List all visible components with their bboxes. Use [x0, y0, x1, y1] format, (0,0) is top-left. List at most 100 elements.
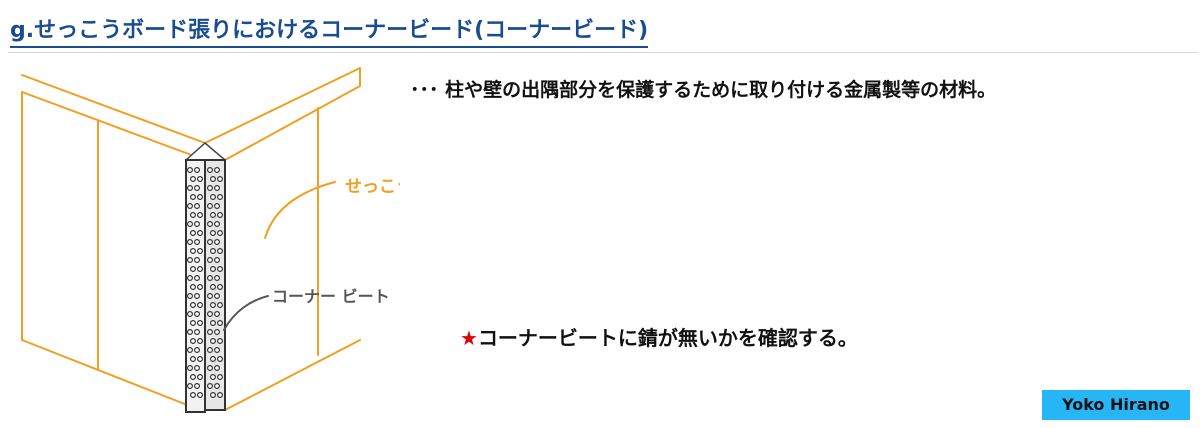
perforation-hole — [214, 311, 221, 318]
perforation-hole — [197, 284, 204, 291]
corner-bead-strip — [184, 142, 227, 413]
check-note: ★コーナービートに錆が無いかを確認する。 — [460, 322, 858, 351]
perforation-hole — [217, 302, 224, 309]
perforation-hole — [194, 239, 201, 246]
perforation-hole — [207, 383, 214, 390]
perforation-hole — [197, 230, 204, 237]
perforation-hole — [210, 248, 217, 255]
perforation-hole — [190, 374, 197, 381]
perforation-hole — [187, 383, 194, 390]
perforation-hole — [210, 230, 217, 237]
left-wall-top-inner-edge — [21, 91, 206, 161]
perforation-hole — [190, 266, 197, 273]
perforation-hole — [217, 356, 224, 363]
board-label: せっこうボード — [345, 177, 400, 197]
perforation-hole — [190, 302, 197, 309]
perforation-hole — [187, 275, 194, 282]
perforation-hole — [210, 374, 217, 381]
perforation-hole — [197, 194, 204, 201]
perforation-hole — [214, 167, 221, 174]
perforation-hole — [214, 329, 221, 336]
perforation-hole — [197, 302, 204, 309]
perforation-hole — [217, 266, 224, 273]
perforation-hole — [210, 194, 217, 201]
perforation-hole — [187, 257, 194, 264]
perforation-hole — [187, 203, 194, 210]
perforation-hole — [207, 239, 214, 246]
perforation-hole — [210, 266, 217, 273]
perforation-hole — [217, 392, 224, 399]
perforation-hole — [214, 347, 221, 354]
perforation-hole — [197, 338, 204, 345]
perforation-hole — [210, 284, 217, 291]
perforation-hole — [217, 374, 224, 381]
perforation-hole — [210, 356, 217, 363]
perforation-hole — [190, 248, 197, 255]
perforation-hole — [217, 338, 224, 345]
perforation-hole — [214, 257, 221, 264]
perforation-hole — [207, 311, 214, 318]
left-wall-top-edge — [21, 67, 361, 144]
check-note-text: コーナービートに錆が無いかを確認する。 — [477, 326, 858, 350]
perforation-hole — [217, 176, 224, 183]
perforation-hole — [214, 221, 221, 228]
author-credit-badge: Yoko Hirano — [1042, 390, 1190, 420]
perforation-hole — [194, 167, 201, 174]
perforation-hole — [217, 320, 224, 327]
perforation-hole — [190, 212, 197, 219]
perforation-hole — [214, 203, 221, 210]
perforation-hole — [190, 284, 197, 291]
perforation-hole — [197, 392, 204, 399]
perforation-hole — [210, 176, 217, 183]
perforation-hole — [187, 311, 194, 318]
corner-bead-illustration: せっこうボード コーナー ビート — [21, 67, 400, 413]
perforation-hole — [207, 293, 214, 300]
perforation-hole — [194, 329, 201, 336]
perforation-hole — [197, 176, 204, 183]
perforation-hole — [197, 248, 204, 255]
perforation-hole — [190, 320, 197, 327]
perforation-hole — [217, 284, 224, 291]
right-wall-top-inner-edge — [224, 85, 361, 161]
description-text: ･･･ 柱や壁の出隅部分を保護するために取り付ける金属製等の材料。 — [410, 79, 997, 101]
perforation-hole — [194, 221, 201, 228]
perforation-hole — [194, 383, 201, 390]
perforation-hole — [207, 167, 214, 174]
perforation-hole — [190, 392, 197, 399]
perforation-hole — [207, 185, 214, 192]
perforation-hole — [187, 185, 194, 192]
perforation-hole — [207, 365, 214, 372]
perforation-hole — [207, 203, 214, 210]
board-leader-line — [264, 181, 336, 239]
perforation-hole — [210, 338, 217, 345]
perforation-hole — [190, 194, 197, 201]
perforation-hole — [187, 167, 194, 174]
perforation-hole — [190, 176, 197, 183]
perforation-hole — [194, 347, 201, 354]
perforation-hole — [190, 230, 197, 237]
perforation-hole — [187, 239, 194, 246]
perforation-hole — [210, 320, 217, 327]
perforation-hole — [187, 365, 194, 372]
perforation-hole — [194, 365, 201, 372]
perforation-hole — [194, 185, 201, 192]
perforation-hole — [197, 266, 204, 273]
perforation-hole — [214, 275, 221, 282]
perforation-hole — [194, 257, 201, 264]
perforation-hole — [194, 293, 201, 300]
perforation-hole — [214, 293, 221, 300]
perforation-hole — [210, 392, 217, 399]
perforation-hole — [194, 311, 201, 318]
perforation-hole — [187, 293, 194, 300]
perforation-hole — [214, 239, 221, 246]
perforation-hole — [214, 383, 221, 390]
perforation-hole — [210, 212, 217, 219]
perforation-hole — [187, 347, 194, 354]
perforation-hole — [197, 356, 204, 363]
perforation-hole — [214, 365, 221, 372]
perforation-hole — [207, 275, 214, 282]
bead-label: コーナー ビート — [272, 287, 390, 306]
perforation-hole — [187, 329, 194, 336]
star-icon: ★ — [460, 326, 478, 350]
